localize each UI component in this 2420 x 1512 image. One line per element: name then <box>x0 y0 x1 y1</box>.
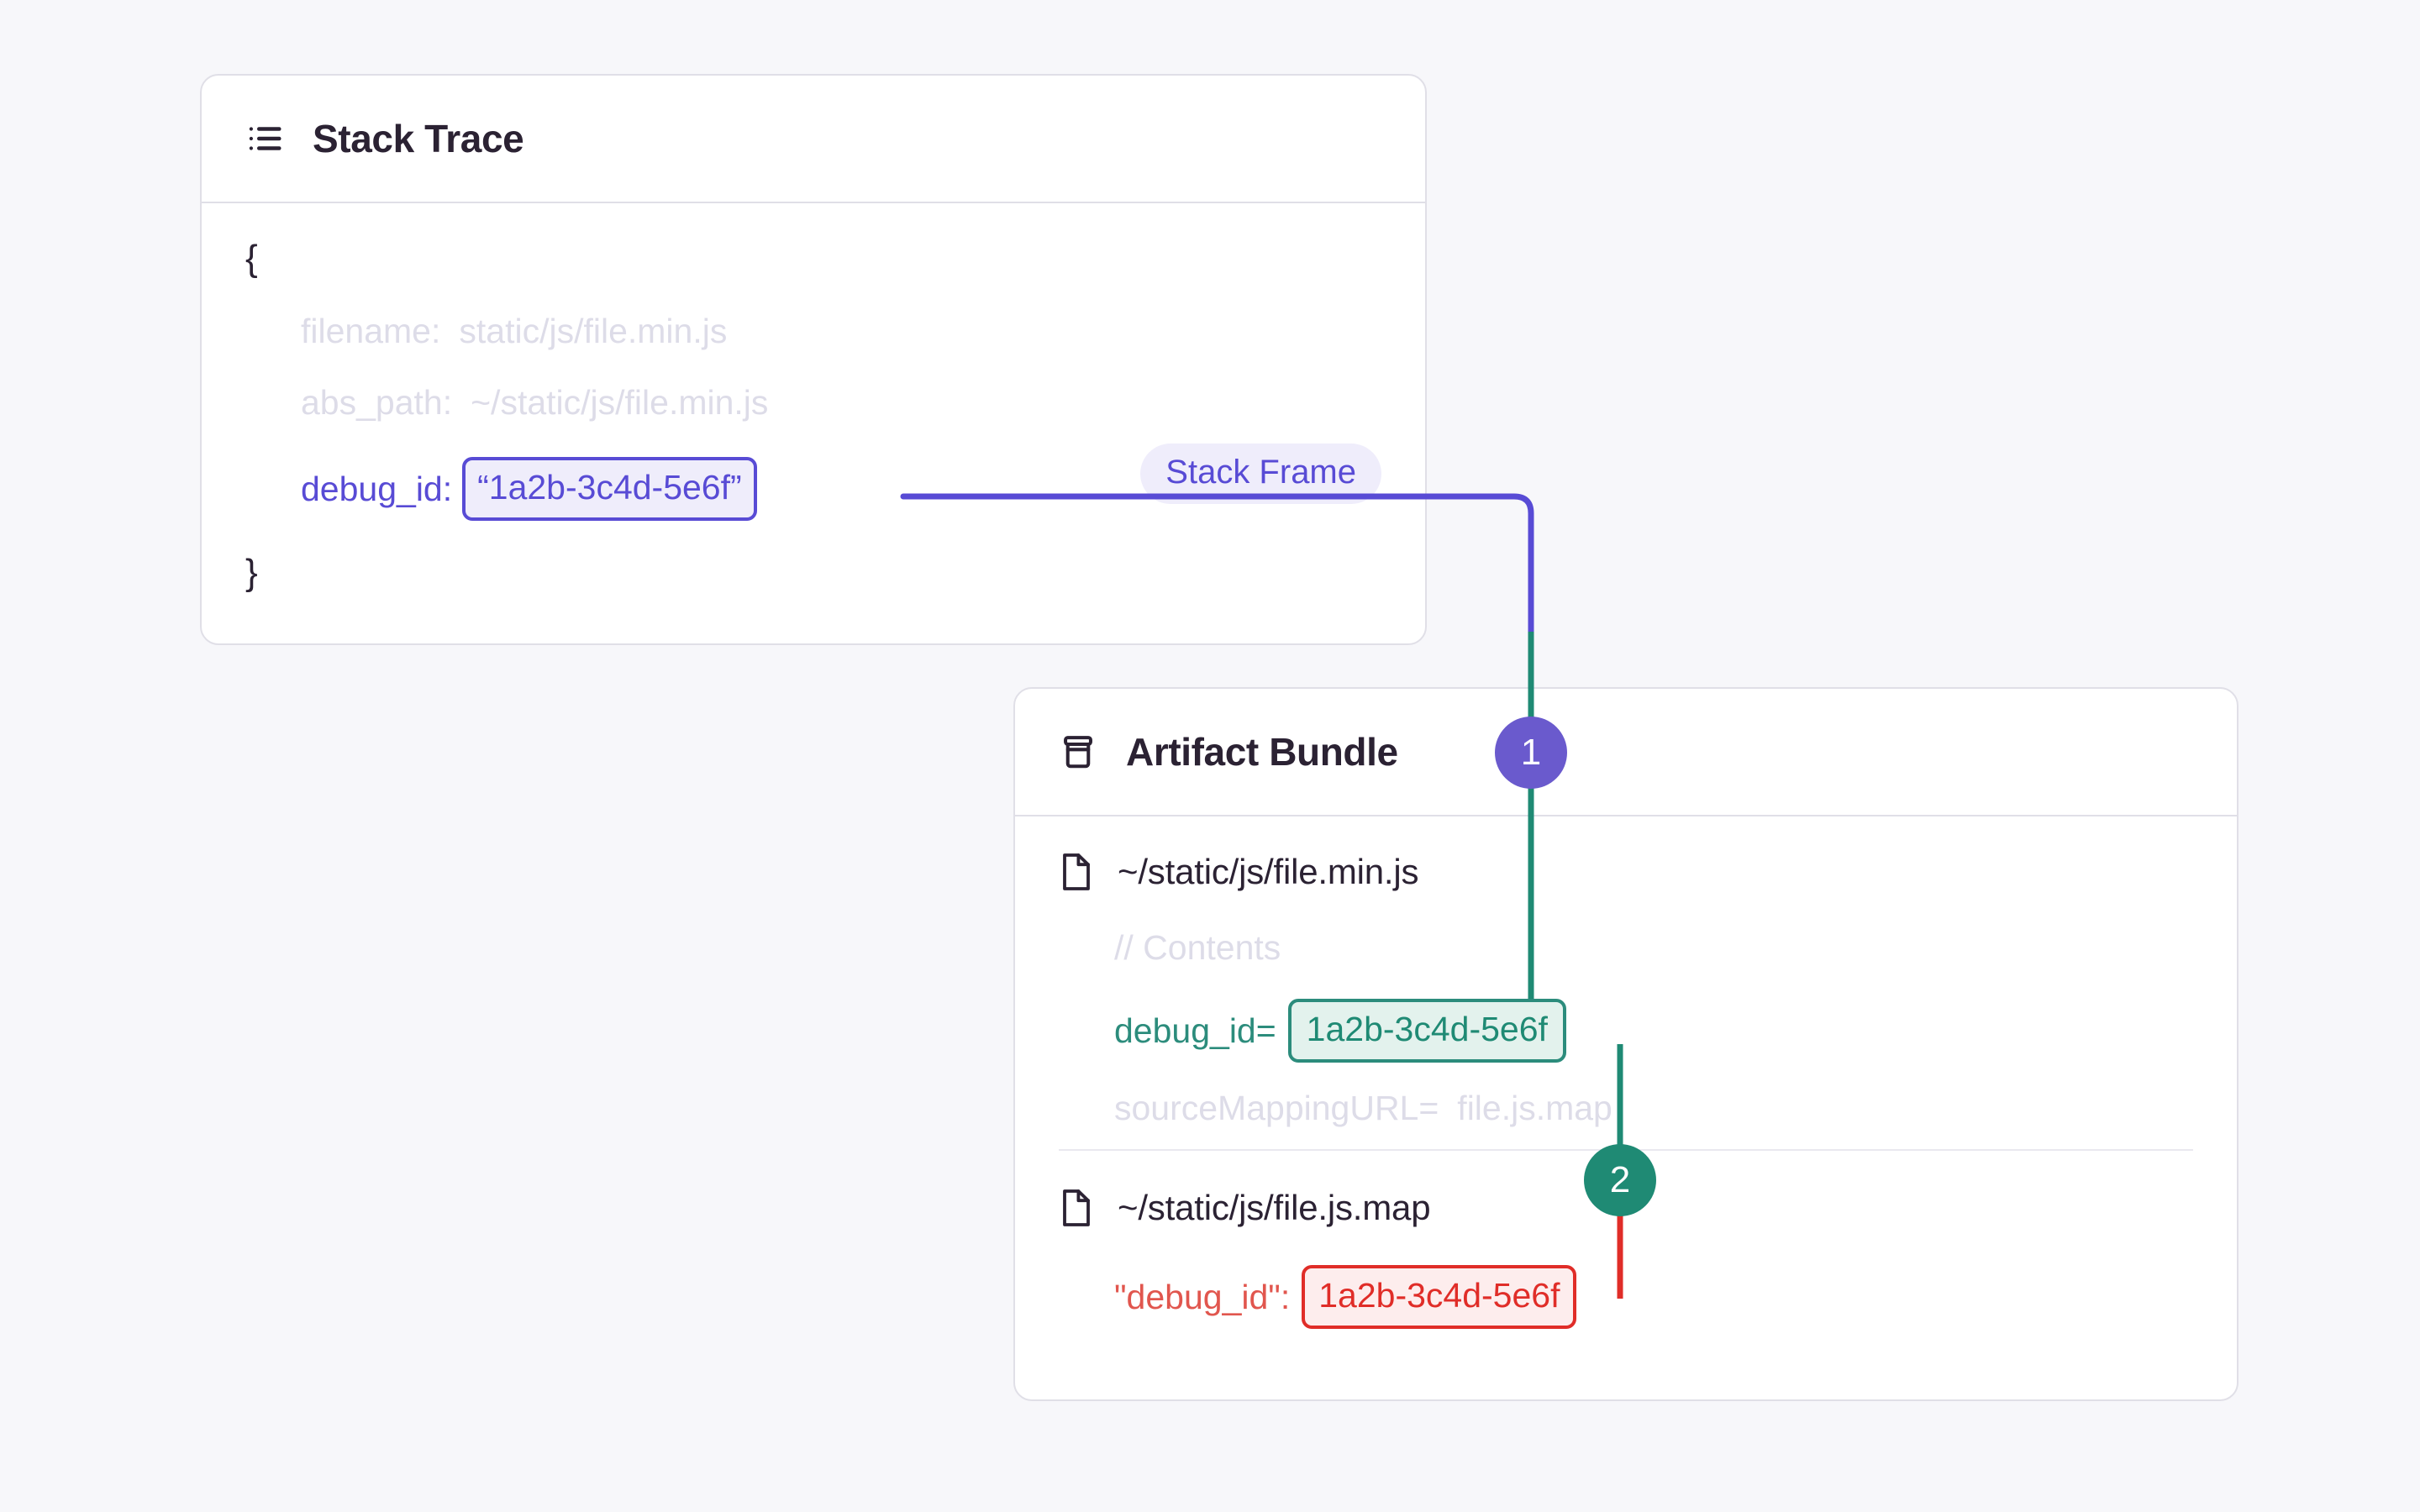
step-badge-1: 1 <box>1495 717 1567 789</box>
step-badge-2-label: 2 <box>1609 1159 1631 1200</box>
contents-comment: // Contents <box>1114 928 1281 967</box>
minified-source-section: Minified Source ~/static/js/file.min.js … <box>1015 816 2237 1151</box>
file-icon <box>1059 852 1094 892</box>
close-brace: } <box>245 552 258 593</box>
step-badge-1-label: 1 <box>1520 732 1542 773</box>
filename-key: filename: <box>301 312 441 350</box>
stack-trace-header: Stack Trace <box>202 76 1425 203</box>
stack-frame-badge: Stack Frame <box>1140 444 1381 504</box>
stack-trace-row-abspath: abs_path: ~/static/js/file.min.js <box>245 386 1381 420</box>
stack-trace-title: Stack Trace <box>313 117 524 160</box>
source-map-section: Source Map ~/static/js/file.js.map "debu… <box>1015 1151 2237 1362</box>
source-mapping-url-value: file.js.map <box>1457 1089 1612 1127</box>
minified-debug-id-value-chip[interactable]: 1a2b-3c4d-5e6f <box>1287 999 1566 1063</box>
stack-trace-card: Stack Trace Stack Frame { filename: stat… <box>200 74 1427 645</box>
minified-line-contents: // Contents <box>1059 931 2193 965</box>
debug-id-value-chip[interactable]: “1a2b-3c4d-5e6f” <box>462 457 757 521</box>
open-brace: { <box>245 238 258 279</box>
source-map-debug-id-value-chip[interactable]: 1a2b-3c4d-5e6f <box>1302 1265 1577 1329</box>
filename-value: static/js/file.min.js <box>459 312 728 350</box>
stack-trace-row-filename: filename: static/js/file.min.js <box>245 314 1381 349</box>
close-brace-line: } <box>245 554 1381 591</box>
artifact-bundle-header: Artifact Bundle <box>1015 689 2237 816</box>
minified-file-row[interactable]: ~/static/js/file.min.js <box>1059 852 2193 892</box>
artifact-bundle-title: Artifact Bundle <box>1126 730 1398 774</box>
source-map-file-row[interactable]: ~/static/js/file.js.map <box>1059 1188 2193 1228</box>
abs-path-value: ~/static/js/file.min.js <box>471 383 769 422</box>
minified-file-name: ~/static/js/file.min.js <box>1118 852 1419 891</box>
minified-debug-id-key: debug_id= <box>1114 1011 1276 1050</box>
debug-id-key: debug_id: <box>301 469 453 508</box>
list-icon <box>245 119 284 158</box>
stack-trace-row-debugid: debug_id: “1a2b-3c4d-5e6f” <box>245 457 1381 521</box>
source-mapping-url-key: sourceMappingURL= <box>1114 1089 1439 1127</box>
step-badge-2: 2 <box>1584 1144 1656 1216</box>
package-icon <box>1059 732 1097 771</box>
source-map-debug-id-key: "debug_id": <box>1114 1277 1291 1316</box>
stack-trace-body: Stack Frame { filename: static/js/file.m… <box>202 203 1425 630</box>
source-map-line-debugid: "debug_id": 1a2b-3c4d-5e6f <box>1059 1265 2193 1329</box>
minified-line-sourcemappingurl: sourceMappingURL= file.js.map <box>1059 1091 2193 1126</box>
file-icon <box>1059 1188 1094 1228</box>
minified-line-debugid: debug_id= 1a2b-3c4d-5e6f <box>1059 999 2193 1063</box>
abs-path-key: abs_path: <box>301 383 453 422</box>
source-map-file-name: ~/static/js/file.js.map <box>1118 1188 1431 1227</box>
artifact-bundle-card: Artifact Bundle Minified Source ~/static… <box>1013 687 2238 1401</box>
open-brace-line: { <box>245 240 1381 277</box>
